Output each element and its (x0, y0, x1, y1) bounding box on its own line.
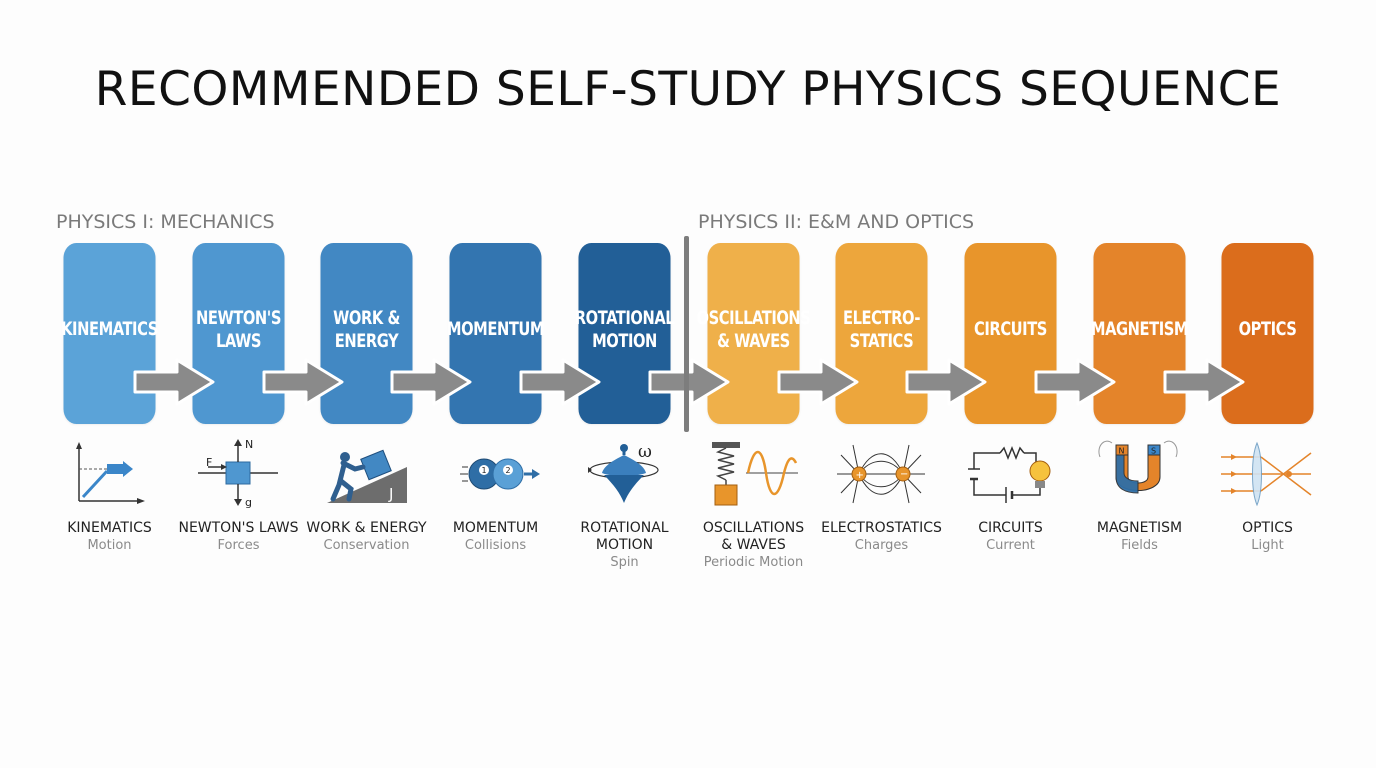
force-label: F (206, 456, 212, 469)
ball-one-label: 1 (482, 466, 487, 475)
step-caption: MOMENTUM (452, 520, 539, 536)
tile-label: ROTATIONAL MOTION (574, 306, 675, 352)
step-subcaption: Spin (610, 555, 639, 570)
step-caption: ROTATIONAL MOTION (580, 520, 669, 553)
step-subcaption: Conservation (323, 538, 410, 553)
step-caption: ELECTROSTATICS (821, 520, 942, 536)
lens-rays-icon (1221, 441, 1312, 507)
sequence-arrow (390, 358, 472, 406)
sequence-arrow (133, 358, 215, 406)
step-subcaption: Charges (854, 538, 909, 553)
normal-label: N (245, 438, 253, 451)
work-unit-label: J (388, 485, 393, 503)
tile-label: OPTICS (1238, 318, 1297, 341)
force-diagram-icon: F N g (198, 438, 278, 509)
horseshoe-magnet-icon: N S (1098, 440, 1178, 494)
colliding-balls-icon: 1 2 (460, 458, 540, 490)
south-pole-label: S (1151, 447, 1156, 456)
tile-label: ELECTRO- STATICS (842, 306, 921, 352)
field-lines-icon: + − (837, 444, 925, 504)
step-subcaption: Collisions (464, 538, 527, 553)
page-title: RECOMMENDED SELF-STUDY PHYSICS SEQUENCE (94, 62, 1282, 117)
tile-electrostatics: ELECTRO- STATICS (835, 243, 928, 424)
step-caption: NEWTON'S LAWS (178, 520, 299, 536)
tile-newton-s-laws: NEWTON'S LAWS (192, 243, 285, 424)
step-subcaption: Light (1251, 538, 1284, 553)
tile-label: MAGNETISM (1090, 318, 1189, 341)
step-subcaption: Forces (217, 538, 260, 553)
step-caption: WORK & ENERGY (306, 520, 427, 536)
spinning-top-icon: ω (588, 442, 659, 503)
sequence-arrow (1163, 358, 1245, 406)
step-caption: KINEMATICS (67, 520, 152, 536)
tile-momentum: MOMENTUM (446, 243, 545, 424)
tile-kinematics: KINEMATICS (61, 243, 158, 424)
step-subcaption: Current (986, 538, 1035, 553)
svg-text:+: + (856, 470, 864, 481)
sequence-arrow (777, 358, 859, 406)
push-block-ramp-icon: J (327, 449, 407, 503)
section-label-em-optics: PHYSICS II: E&M AND OPTICS (698, 211, 975, 233)
sequence-arrow (648, 358, 730, 406)
sequence-arrow (905, 358, 987, 406)
step-subcaption: Periodic Motion (703, 555, 804, 570)
tile-label: WORK & ENERGY (333, 306, 400, 352)
gravity-label: g (245, 496, 252, 509)
tile-label: KINEMATICS (61, 318, 158, 341)
section-label-mechanics: PHYSICS I: MECHANICS (56, 211, 275, 233)
tile-rotational-motion: ROTATIONAL MOTION (575, 243, 675, 424)
step-caption: CIRCUITS (978, 520, 1043, 536)
section-divider (684, 236, 689, 432)
spring-wave-icon (712, 442, 798, 506)
step-caption: MAGNETISM (1096, 520, 1183, 536)
tile-oscillations-waves: OSCILLATIONS & WAVES (697, 243, 811, 424)
step-caption: OSCILLATIONS & WAVES (702, 520, 805, 553)
tile-label: CIRCUITS (974, 318, 1047, 341)
position-time-graph-icon (76, 442, 145, 504)
tile-circuits: CIRCUITS (964, 243, 1057, 424)
ball-two-label: 2 (506, 466, 511, 475)
circuit-bulb-icon (968, 445, 1051, 503)
tile-label: MOMENTUM (446, 318, 545, 341)
sequence-arrow (519, 358, 601, 406)
tile-label: OSCILLATIONS & WAVES (696, 306, 811, 352)
north-pole-label: N (1119, 447, 1125, 456)
sequence-arrow (262, 358, 344, 406)
step-caption: OPTICS (1242, 520, 1293, 536)
tile-label: NEWTON'S LAWS (195, 306, 282, 352)
sequence-arrow (1034, 358, 1116, 406)
svg-text:−: − (900, 469, 908, 480)
tile-optics: OPTICS (1221, 243, 1314, 424)
omega-label: ω (638, 442, 652, 462)
step-subcaption: Fields (1121, 538, 1158, 553)
tile-magnetism: MAGNETISM (1090, 243, 1189, 424)
step-subcaption: Motion (87, 538, 132, 553)
tile-work-energy: WORK & ENERGY (320, 243, 413, 424)
